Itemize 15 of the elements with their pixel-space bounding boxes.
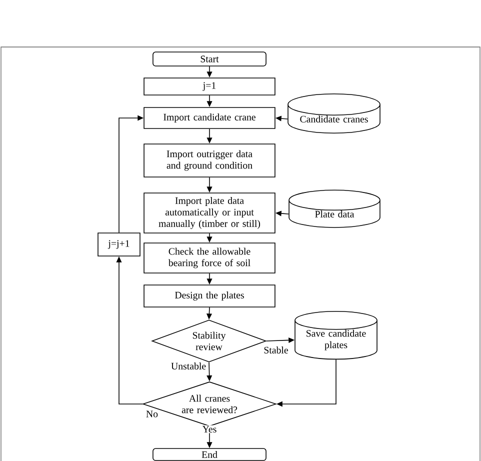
process-box: Design the plates: [144, 284, 276, 308]
terminal-box: Start: [152, 52, 266, 66]
edge-label: Yes: [202, 425, 218, 434]
edge-label: No: [145, 410, 159, 418]
terminal-box: End: [152, 448, 266, 461]
process-box: Import outrigger data and ground condition: [144, 144, 276, 178]
edge-label: Unstable: [170, 362, 207, 370]
process-box: Check the allowable bearing force of soil: [144, 242, 276, 274]
process-box: Import candidate crane: [144, 107, 276, 129]
database-cylinder: Save candidate plates: [294, 311, 378, 360]
process-box: Import plate data automatically or input manually (timber or still): [144, 192, 276, 234]
process-box: j=1: [144, 78, 276, 96]
database-cylinder: Plate data: [288, 190, 380, 228]
process-box: j=j+1: [98, 232, 140, 256]
database-cylinder: Candidate cranes: [288, 93, 380, 134]
